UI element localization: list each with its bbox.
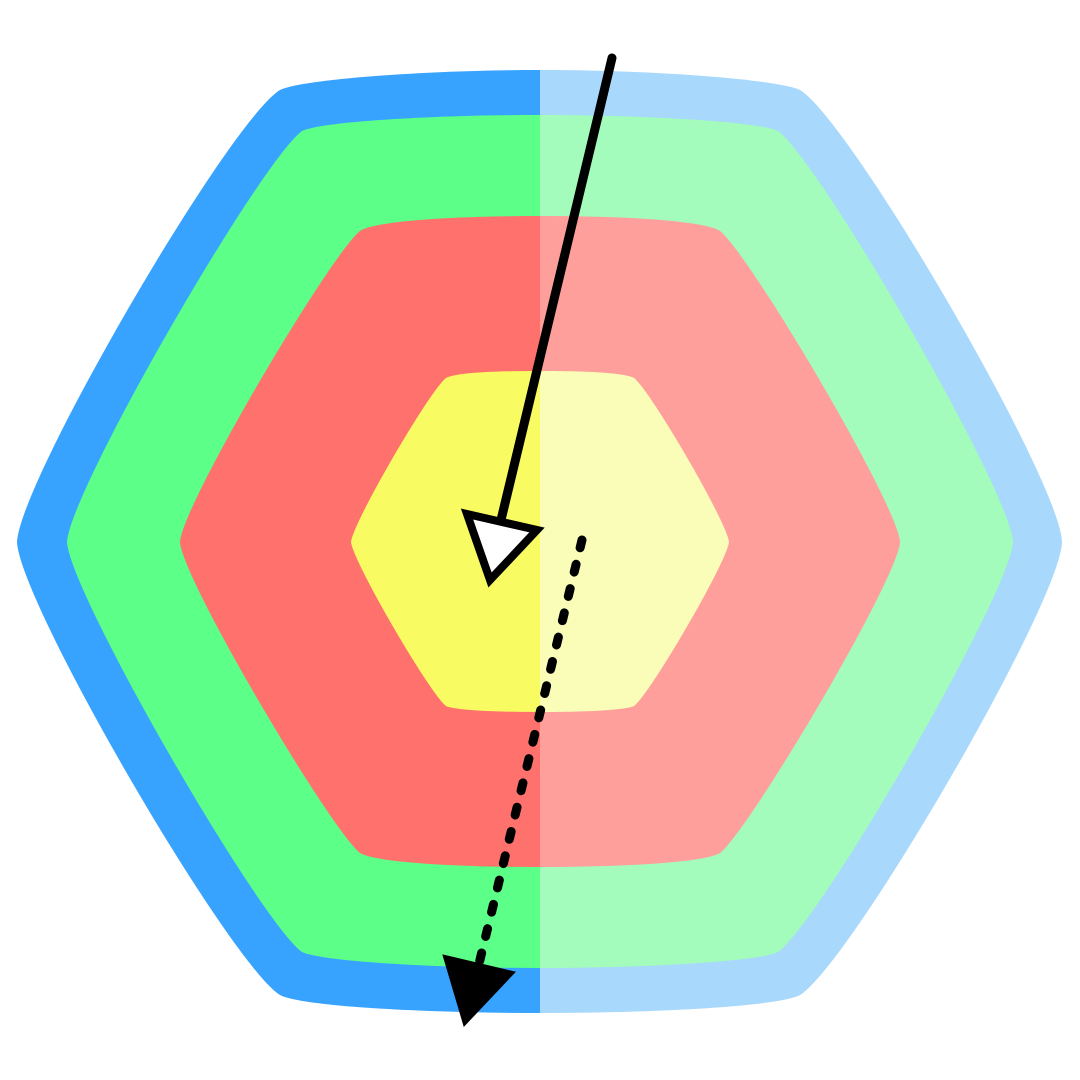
hexagon-inner	[351, 371, 729, 712]
hexagon-inner-right-half	[540, 371, 729, 712]
dotted-arrow-filled-head	[442, 954, 516, 1027]
solid-arrow	[460, 53, 617, 588]
dotted-arrow	[442, 535, 587, 1027]
solid-arrow-open-head	[460, 508, 545, 588]
solid-arrow-shaft	[496, 53, 617, 525]
dotted-arrow-shaft	[473, 535, 587, 973]
hexagon-inner-left-half	[351, 371, 540, 712]
